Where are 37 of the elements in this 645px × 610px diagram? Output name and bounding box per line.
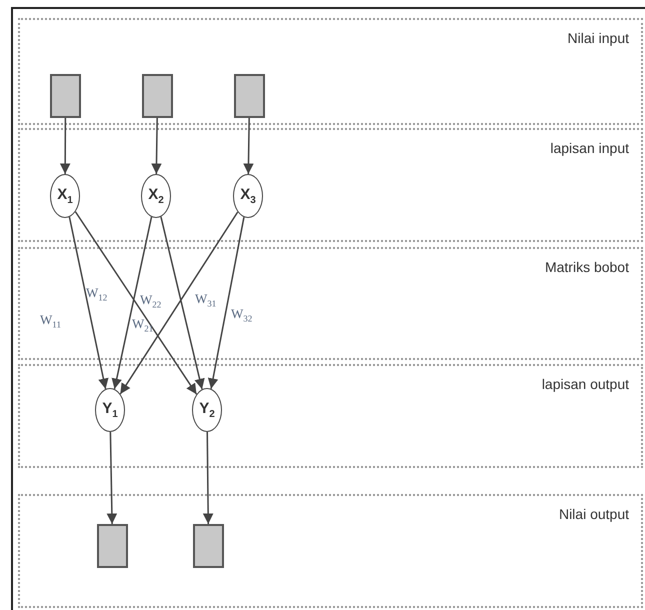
value-box [97,524,128,568]
weight-label: W$_{32}$ [231,306,252,324]
arrow [208,217,245,389]
weight-label: W$_{22}$ [140,292,162,310]
neuron-label: X$_{3}$ [240,186,256,206]
arrow [151,118,162,174]
weight-label: W$_{21}$ [132,316,154,334]
arrow [106,432,118,524]
weight-label: W$_{12}$ [86,285,108,303]
arrow [243,118,254,174]
neuron-circle [95,388,125,432]
arrow [202,432,214,524]
arrow [60,118,70,174]
value-box [142,74,173,118]
layer-title: lapisan output [542,376,629,392]
value-box [50,74,81,118]
neuron-circle [50,174,80,218]
neuron-circle [141,174,171,218]
value-box [193,524,224,568]
neuron-label: X$_{1}$ [57,186,73,206]
weight-label: W$_{31}$ [195,291,216,309]
arrow [74,211,198,395]
value-box [234,74,265,118]
neuron-circle [192,388,222,432]
arrow [120,212,238,394]
neuron-label: X$_{2}$ [148,186,164,206]
layer-title: Nilai output [558,506,629,522]
weight-label: W$_{11}$ [40,312,61,330]
neuron-label: Y$_{2}$ [199,400,215,420]
arrow [68,216,109,390]
neuron-circle [233,174,263,218]
neuron-label: Y$_{1}$ [102,400,118,420]
arrow [160,216,205,390]
layer-title: lapisan input [550,140,629,156]
arrow [112,216,152,390]
layer-title: Matriks bobot [544,259,629,275]
layer-title: Nilai input [568,30,629,46]
